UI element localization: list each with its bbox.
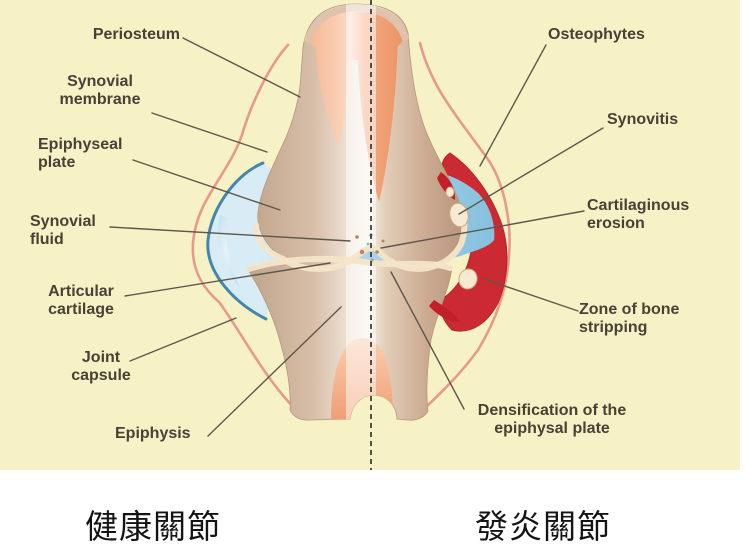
synovial-membrane-outline [206,161,268,321]
osteophyte-upper [449,202,469,228]
leader-synovitis [458,127,604,215]
caption-healthy-joint: 健康關節 [85,508,221,545]
leader-osteophytes [479,44,547,167]
label-cartilaginous-erosion: Cartilaginous erosion [587,197,690,233]
leader-epiphyseal-plate [132,159,281,211]
leader-synovial-membrane [151,112,268,153]
leader-joint-capsule [129,317,237,362]
label-synovial-fluid: Synovial fluid [30,213,96,249]
leader-cartilaginous-erosion [380,210,585,249]
label-periosteum: Periosteum [92,26,180,43]
label-zone-of-bone-stripping: Zone of bone stripping [579,301,680,337]
label-epiphyseal-plate: Epiphyseal plate [38,136,123,172]
erosion-speckles [355,233,385,262]
joint-capsule-line-left [191,43,298,412]
leader-lines [109,37,604,437]
osteophyte-lower [458,268,478,290]
label-epiphysis: Epiphysis [115,425,191,442]
label-synovial-membrane: Synovial membrane [59,73,141,109]
label-densification: Densification of the epiphysal plate [477,402,627,438]
leader-epiphysis [207,306,342,437]
leader-zone-of-bone-stripping [483,278,579,312]
joint-capsule-line-right [418,41,511,409]
label-osteophytes: Osteophytes [548,26,645,43]
leader-synovial-fluid [109,226,351,242]
caption-inflamed-joint: 發炎關節 [475,508,611,545]
articular-cartilage-tibia [246,255,453,272]
leader-periosteum [182,37,301,98]
leader-densification [390,271,465,410]
pannus-tongue-bottom [429,300,460,322]
label-joint-capsule: Joint capsule [71,349,131,385]
label-articular-cartilage: Articular cartilage [48,283,114,319]
osteophyte-small [445,186,455,198]
label-synovitis: Synovitis [607,111,679,128]
leader-articular-cartilage [124,262,331,297]
